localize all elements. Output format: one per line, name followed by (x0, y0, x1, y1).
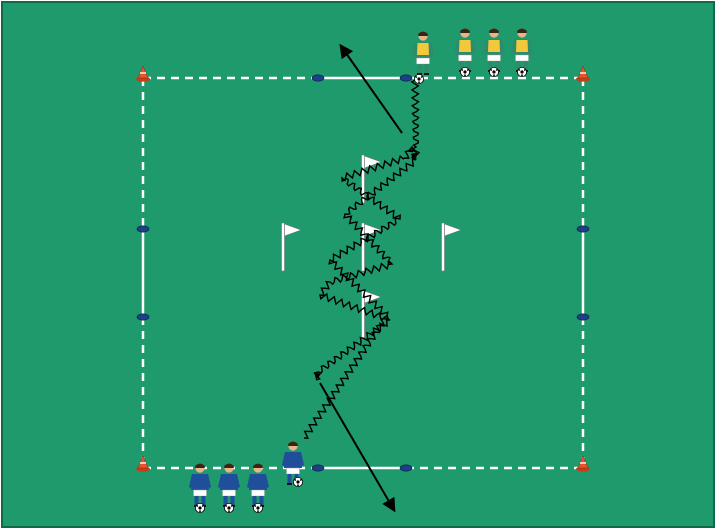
marker-disc-icon (137, 226, 149, 232)
marker-disc-icon (312, 75, 324, 81)
marker-disc-icon (137, 314, 149, 320)
football-icon (195, 503, 204, 512)
football-icon (414, 74, 423, 83)
marker-disc-icon (312, 465, 324, 471)
football-icon (293, 477, 302, 486)
marker-disc-icon (577, 226, 589, 232)
football-icon (489, 67, 498, 76)
football-icon (460, 67, 469, 76)
marker-disc-icon (400, 465, 412, 471)
football-icon (517, 67, 526, 76)
marker-disc-icon (400, 75, 412, 81)
marker-disc-icon (577, 314, 589, 320)
football-icon (224, 503, 233, 512)
football-icon (253, 503, 262, 512)
